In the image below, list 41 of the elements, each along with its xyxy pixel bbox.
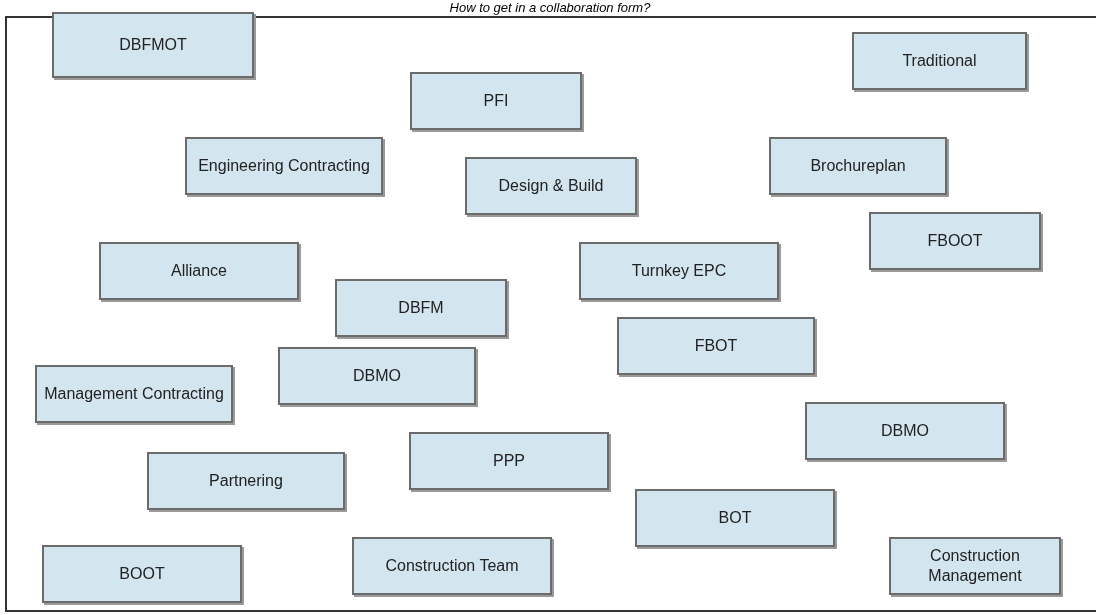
term-box xyxy=(52,12,254,78)
term-label: FBOOT xyxy=(927,231,983,251)
term-box xyxy=(335,279,507,337)
term-box xyxy=(352,537,552,595)
term-box xyxy=(869,212,1041,270)
term-box xyxy=(579,242,779,300)
term-label: Alliance xyxy=(171,261,227,281)
term-box xyxy=(769,137,947,195)
term-box xyxy=(99,242,299,300)
term-box xyxy=(617,317,815,375)
term-label: BOT xyxy=(718,508,752,528)
term-label: Brochureplan xyxy=(810,156,906,176)
term-box xyxy=(185,137,383,195)
term-label: Management Contracting xyxy=(44,384,224,404)
term-box xyxy=(35,365,233,423)
term-label: DBMO xyxy=(881,421,929,441)
term-label: Design & Build xyxy=(498,176,604,196)
term-label: FBOT xyxy=(694,336,738,356)
term-label: PPP xyxy=(493,451,525,471)
term-label: DBFMOT xyxy=(119,35,187,55)
term-label: Partnering xyxy=(209,471,283,491)
term-label: Turnkey EPC xyxy=(631,261,727,281)
term-box xyxy=(278,347,476,405)
term-box xyxy=(889,537,1061,595)
term-label: Construction Team xyxy=(385,556,519,576)
term-label: DBFM xyxy=(398,298,444,318)
term-label: Traditional xyxy=(902,51,977,71)
term-label: Construction Management xyxy=(927,546,1023,586)
term-box xyxy=(409,432,609,490)
diagram-title: How to get in a collaboration form? xyxy=(448,0,652,15)
term-box xyxy=(805,402,1005,460)
term-label: BOOT xyxy=(119,564,165,584)
term-label: PFI xyxy=(483,91,509,111)
term-box xyxy=(42,545,242,603)
term-box xyxy=(852,32,1027,90)
term-label: DBMO xyxy=(353,366,401,386)
term-box xyxy=(465,157,637,215)
term-box xyxy=(410,72,582,130)
term-box xyxy=(147,452,345,510)
term-label: Engineering Contracting xyxy=(198,156,370,176)
term-box xyxy=(635,489,835,547)
